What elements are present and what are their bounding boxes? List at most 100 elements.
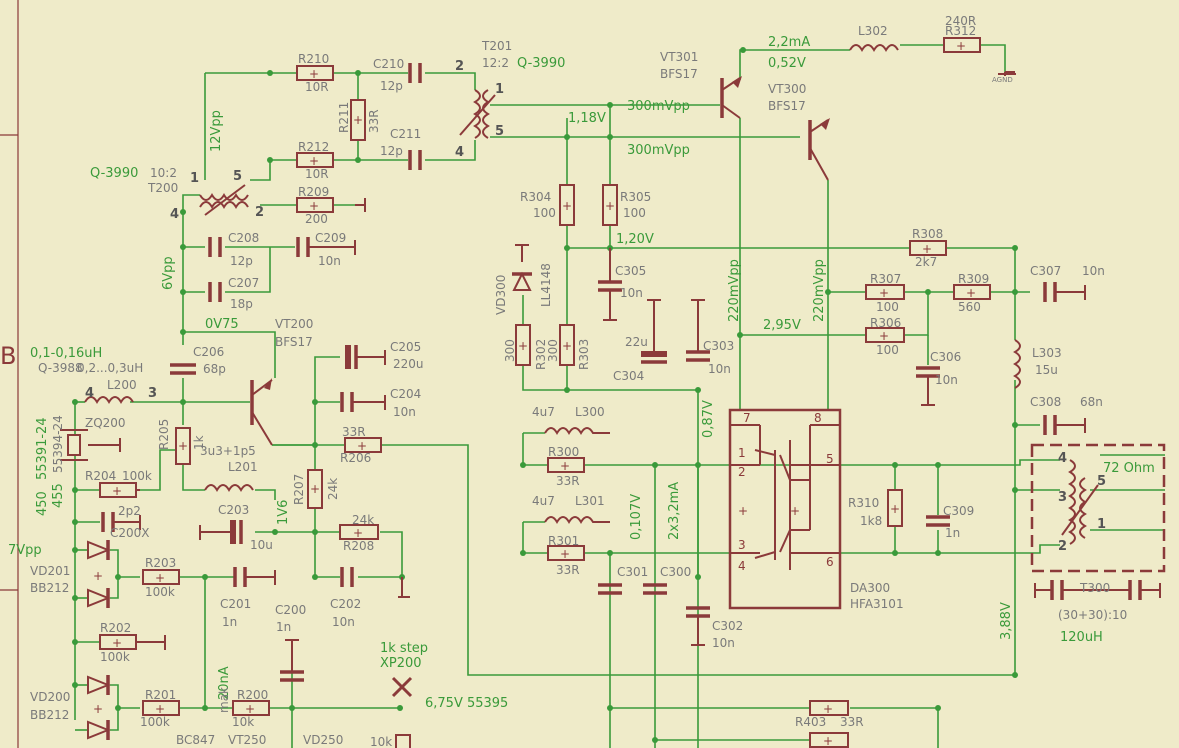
- val-c210: 12p: [380, 79, 403, 93]
- net-labels: 2,2mA 0,52V 1,18V 300mVpp 300mVpp 1,20V …: [8, 35, 1155, 748]
- val-c209: 10n: [318, 254, 341, 268]
- val-c206: 68p: [203, 362, 226, 376]
- mak-label: mak: [217, 687, 231, 713]
- val-t300: (30+30):10: [1058, 608, 1127, 622]
- val-c205: 220u: [393, 357, 424, 371]
- ref-zq200: ZQ200: [85, 416, 126, 430]
- val-l303: 15u: [1035, 363, 1058, 377]
- val-t201: 12:2: [482, 56, 509, 70]
- part-q3990-b: Q-3990: [90, 166, 138, 181]
- ref-r204: R204: [85, 469, 116, 483]
- val-r302: 300: [503, 339, 517, 362]
- ref-vd300: VD300: [494, 275, 508, 315]
- val-l300: 4u7: [532, 405, 555, 419]
- ref-c308: C308: [1030, 395, 1061, 409]
- diodes: ++: [87, 271, 532, 740]
- net-220mvpp-a: 220mVpp: [727, 259, 742, 322]
- ref-c200x: C200X: [110, 526, 150, 540]
- ref-r300: R300: [548, 445, 579, 459]
- ic-da300: ++: [728, 408, 842, 610]
- ref-c206: C206: [193, 345, 224, 359]
- val-c207: 18p: [230, 297, 253, 311]
- misc-labels: Q-3990 Q-3990 Q-3988 55391-24 55394-24 4…: [35, 56, 1013, 516]
- val-c308: 68n: [1080, 395, 1103, 409]
- part-55391: 55391-24: [35, 417, 50, 480]
- val-r300: 33R: [556, 474, 580, 488]
- ref-r207: R207: [292, 474, 306, 505]
- val-r304: 100: [533, 206, 556, 220]
- svg-text:+: +: [155, 702, 165, 716]
- net-2-95V: 2,95V: [763, 318, 801, 333]
- svg-text:3: 3: [738, 538, 746, 552]
- transformer-t300-box: [1030, 443, 1166, 573]
- ref-r301: R301: [548, 534, 579, 548]
- transistors: [250, 76, 830, 446]
- val-r211: 33R: [367, 109, 381, 133]
- svg-text:+: +: [245, 702, 255, 716]
- ref-c304: C304: [613, 369, 644, 383]
- svg-text:+: +: [353, 113, 363, 127]
- svg-text:2: 2: [1058, 539, 1067, 554]
- ref-l302: L302: [858, 24, 888, 38]
- val-c203: 10u: [250, 538, 273, 552]
- frame: B: [0, 0, 19, 748]
- crystal-zq200: [60, 429, 121, 461]
- ground-symbols: [1004, 72, 1006, 76]
- part-q3990-a: Q-3990: [517, 56, 565, 71]
- ref-c307: C307: [1030, 264, 1061, 278]
- ref-r206: R206: [340, 451, 371, 465]
- svg-text:2: 2: [455, 59, 464, 74]
- junctions: [72, 47, 1018, 743]
- val-xp200: 1k step: [380, 641, 428, 656]
- val-c304: 22u: [625, 335, 648, 349]
- val-r307: 100: [876, 300, 899, 314]
- ref-r312: R312: [945, 24, 976, 38]
- ref-r200: R200: [237, 688, 268, 702]
- val-l301: 4u7: [532, 494, 555, 508]
- component-labels: R210 10R R211 33R R212 10R R209 200 C210…: [30, 14, 1127, 747]
- ref-r210: R210: [298, 52, 329, 66]
- val-r208: 24k: [352, 513, 374, 527]
- ref-c211: C211: [390, 127, 421, 141]
- val-vd200: BB212: [30, 708, 69, 722]
- wires: [74, 44, 1165, 748]
- val-vt300: BFS17: [768, 99, 806, 113]
- val-l201: 3u3+1p5: [200, 444, 256, 458]
- svg-text:+: +: [956, 39, 966, 53]
- val-c201: 1n: [222, 615, 237, 629]
- val-t200: 10:2: [150, 166, 177, 180]
- val-r309: 560: [958, 300, 981, 314]
- val-r205: 1k: [192, 435, 206, 450]
- ref-c209: C209: [315, 231, 346, 245]
- ref-vt200: VT200: [275, 317, 313, 331]
- ref-r308: R308: [912, 227, 943, 241]
- ref-t200: T200: [147, 181, 178, 195]
- ref-vt301: VT301: [660, 50, 698, 64]
- svg-text:+: +: [605, 199, 615, 213]
- val-r308: 2k7: [915, 255, 937, 269]
- ref-r302: R302: [534, 339, 548, 370]
- svg-text:4: 4: [170, 207, 179, 222]
- svg-text:1: 1: [190, 171, 199, 186]
- ref-da300: DA300: [850, 581, 890, 595]
- net-1-18V: 1,18V: [568, 111, 606, 126]
- ref-r203: R203: [145, 556, 176, 570]
- ref-r208: R208: [343, 539, 374, 553]
- svg-text:+: +: [562, 339, 572, 353]
- ref-r212: R212: [298, 140, 329, 154]
- ref-c302: C302: [712, 619, 743, 633]
- ref-l201: L201: [228, 460, 258, 474]
- net-120uH: 120uH: [1060, 630, 1103, 645]
- ref-l303: L303: [1032, 346, 1062, 360]
- svg-text:5: 5: [1097, 474, 1106, 489]
- ref-t201: T201: [481, 39, 512, 53]
- svg-text:5: 5: [495, 124, 504, 139]
- part-455: 455: [51, 483, 66, 508]
- val-r201: 100k: [140, 715, 170, 729]
- val-r207: 24k: [326, 478, 340, 500]
- net-300mvpp-b: 300mVpp: [627, 143, 690, 158]
- svg-text:+: +: [357, 439, 367, 453]
- net-0-1-0-16uH: 0,1-0,16uH: [30, 346, 102, 361]
- net-1-20V: 1,20V: [616, 232, 654, 247]
- val-r301: 33R: [556, 563, 580, 577]
